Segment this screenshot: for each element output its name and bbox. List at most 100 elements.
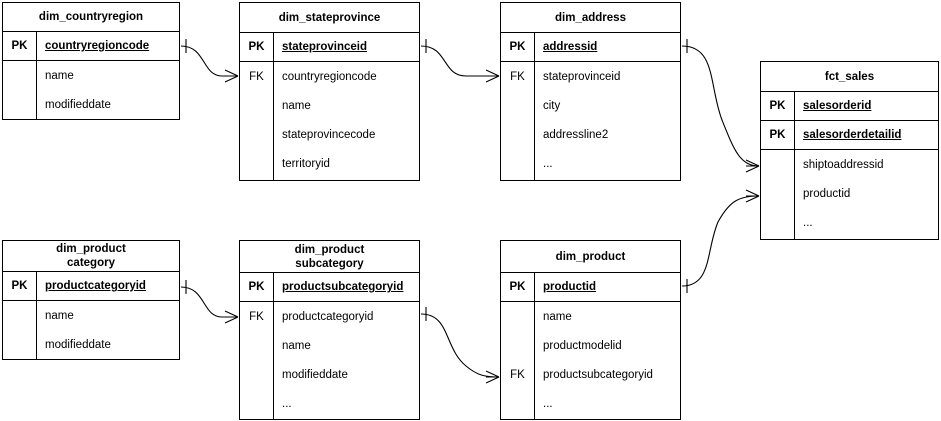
entity-title-line1: dim_product	[555, 250, 626, 263]
entity-dim-productsubcategory[interactable]: dim_product subcategory PK productsubcat…	[239, 240, 420, 420]
entity-dim-address[interactable]: dim_address PK addressid FK stateprovinc…	[500, 2, 681, 181]
key-badge-pk: PK	[509, 281, 526, 293]
key-badge-fk: FK	[249, 70, 264, 83]
key-badge	[761, 208, 794, 237]
attribute-name: countryregioncode	[282, 70, 377, 83]
key-badge-pk: PK	[509, 41, 526, 53]
key-badge	[501, 120, 534, 149]
entity-row-pk[interactable]: PK stateprovinceid	[240, 33, 419, 62]
entity-title-dim-address: dim_address	[501, 3, 680, 33]
attribute-column: name modifieddate	[36, 61, 179, 119]
attribute-column: name productmodelid productsubcategoryid…	[534, 302, 680, 419]
attribute-name: stateprovinceid	[543, 70, 621, 83]
entity-title-line1: dim_stateprovince	[278, 11, 381, 24]
attribute-name: modifieddate	[45, 98, 111, 111]
attribute-name: territoryid	[282, 157, 330, 170]
attribute-column: countryregioncode name stateprovincecode…	[273, 62, 419, 180]
relationship-address-sales	[681, 39, 760, 173]
key-badge-pk: PK	[248, 41, 265, 53]
key-badge	[761, 150, 794, 179]
entity-title-line1: dim_product	[294, 243, 365, 256]
attribute-name: stateprovinceid	[273, 33, 419, 61]
cardinality-many-marker	[485, 69, 500, 83]
attribute-name: addressid	[534, 33, 680, 61]
entity-fct-sales[interactable]: fct_sales PK salesorderid PK salesorderd…	[760, 61, 939, 240]
key-badge-pk: PK	[11, 280, 28, 292]
entity-body-dim-product: FK name productmodelid productsubcategor…	[501, 302, 680, 419]
attribute-name-ellipsis: ...	[803, 216, 813, 229]
relationship-countryregion-stateprovince	[180, 39, 239, 83]
attribute-name-ellipsis: ...	[543, 157, 553, 170]
cardinality-many-marker	[485, 370, 500, 384]
cardinality-many-marker	[745, 189, 760, 203]
key-column	[3, 61, 36, 119]
entity-body-dim-productcategory: name modifieddate	[3, 301, 179, 359]
entity-row-pk[interactable]: PK salesorderid	[761, 92, 938, 121]
key-badge	[240, 149, 273, 178]
key-badge	[3, 90, 36, 119]
key-badge-pk: PK	[11, 40, 28, 52]
attribute-name: productcategoryid	[282, 310, 374, 323]
entity-dim-stateprovince[interactable]: dim_stateprovince PK stateprovinceid FK …	[239, 2, 420, 181]
key-badge-pk: PK	[769, 129, 786, 141]
key-badge-fk: FK	[510, 70, 525, 83]
key-badge-fk: FK	[510, 368, 525, 381]
key-badge-fk: FK	[249, 310, 264, 323]
entity-title-line1: dim_product	[56, 243, 126, 255]
relationship-line	[180, 45, 238, 77]
attribute-name: city	[543, 99, 561, 112]
entity-row-pk[interactable]: PK productsubcategoryid	[240, 273, 419, 302]
relationship-line	[420, 45, 499, 77]
attribute-name-ellipsis: ...	[282, 397, 292, 410]
attribute-name-ellipsis: ...	[543, 397, 553, 410]
attribute-name: productcategoryid	[36, 272, 179, 300]
entity-row-pk[interactable]: PK salesorderdetailid	[761, 121, 938, 150]
entity-title-line1: dim_address	[555, 11, 626, 24]
key-badge	[240, 91, 273, 120]
key-badge	[3, 301, 36, 330]
relationship-line	[180, 286, 238, 318]
key-column: FK	[240, 62, 273, 180]
attribute-name: name	[282, 99, 311, 112]
attribute-name: addressline2	[543, 128, 609, 141]
cardinality-many-marker	[224, 310, 239, 324]
key-column: FK	[240, 302, 273, 419]
key-column	[3, 301, 36, 359]
attribute-column: shiptoaddressid productid ...	[794, 150, 938, 239]
cardinality-many-marker	[224, 69, 239, 83]
attribute-name: stateprovincecode	[282, 128, 376, 141]
relationship-stateprovince-address	[420, 39, 500, 83]
attribute-column: stateprovinceid city addressline2 ...	[534, 62, 680, 180]
key-badge	[3, 330, 36, 359]
attribute-name: modifieddate	[45, 338, 111, 351]
attribute-name: productid	[803, 187, 851, 200]
relationship-subcategory-product	[420, 307, 500, 384]
entity-row-pk[interactable]: PK productid	[501, 273, 680, 302]
key-badge	[501, 331, 534, 360]
entity-title-line2: subcategory	[295, 257, 364, 270]
entity-body-dim-productsubcategory: FK productcategoryid name modifieddate .…	[240, 302, 419, 419]
key-badge	[240, 331, 273, 360]
key-badge	[501, 149, 534, 178]
entity-row-pk[interactable]: PK productcategoryid	[3, 272, 179, 301]
entity-dim-productcategory[interactable]: dim_product category PK productcategoryi…	[2, 240, 180, 360]
attribute-name: salesorderid	[794, 92, 938, 120]
entity-body-dim-countryregion: name modifieddate	[3, 61, 179, 119]
entity-title-dim-stateprovince: dim_stateprovince	[240, 3, 419, 33]
entity-row-pk[interactable]: PK countryregioncode	[3, 32, 179, 61]
attribute-name: salesorderdetailid	[794, 121, 938, 149]
cardinality-many-marker	[745, 159, 760, 173]
entity-title-dim-product: dim_product	[501, 241, 680, 273]
entity-row-pk[interactable]: PK addressid	[501, 33, 680, 62]
key-badge-pk: PK	[248, 281, 265, 293]
relationship-productcategory-subcategory	[180, 280, 239, 324]
entity-title-line1: fct_sales	[824, 70, 875, 83]
relationship-line	[681, 45, 760, 167]
relationship-product-sales	[681, 189, 760, 293]
entity-dim-countryregion[interactable]: dim_countryregion PK countryregioncode n…	[2, 2, 180, 120]
attribute-name: productsubcategoryid	[543, 368, 653, 381]
key-badge	[761, 179, 794, 208]
entity-dim-product[interactable]: dim_product PK productid FK name product…	[500, 240, 681, 420]
attribute-name: productid	[534, 273, 680, 301]
